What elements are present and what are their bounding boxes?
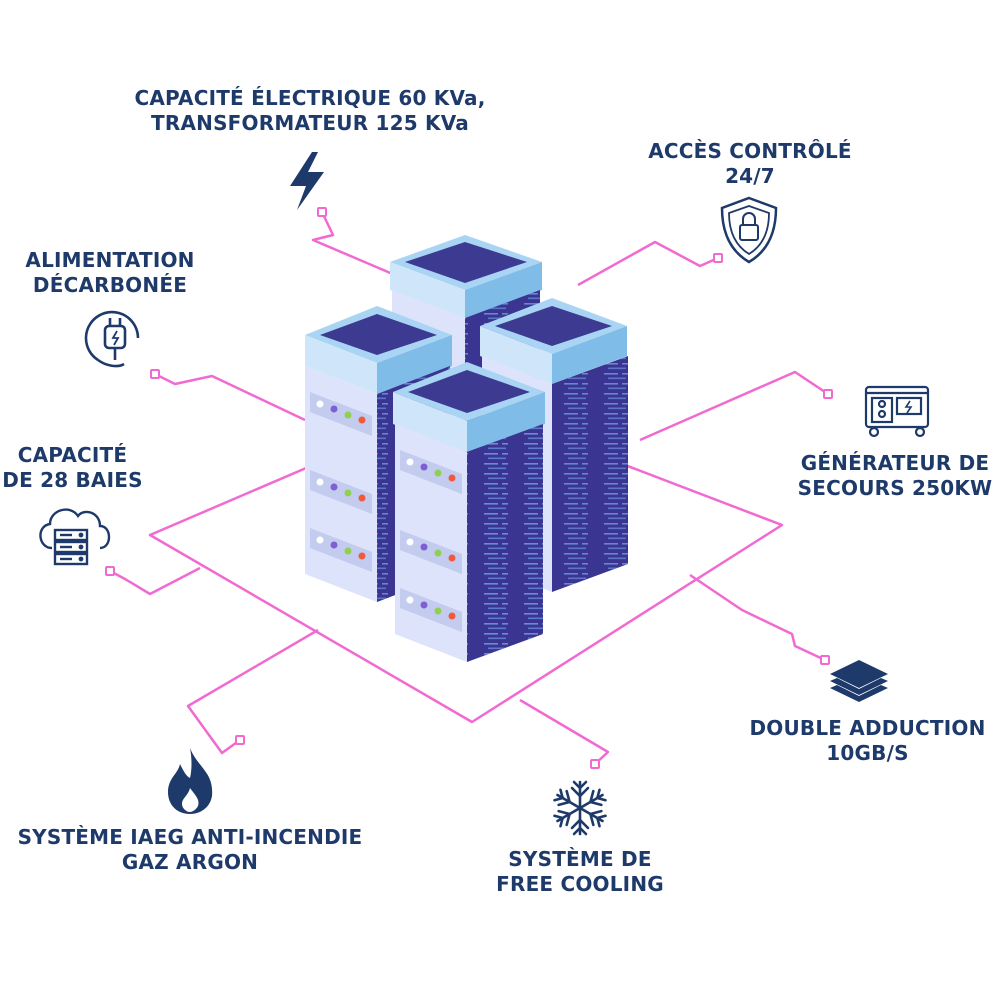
shield-lock-icon [720,196,778,264]
plug-icon [84,310,140,368]
lightning-icon [290,152,324,210]
label-fire-suppression: SYSTÈME IAEG ANTI-INCENDIE GAZ ARGON [17,825,363,874]
label-cooling: SYSTÈME DE FREE COOLING [496,847,664,896]
connector-lines [109,211,829,765]
connector-power [311,211,396,277]
connector-fire [186,628,319,755]
connector-access [577,240,719,287]
generator-icon [864,385,930,438]
label-generator: GÉNÉRATEUR DE SECOURS 250KW [797,451,993,500]
layers-icon [830,660,888,702]
connector-network [689,573,826,662]
floor-diamond [148,400,784,724]
connector-generator [639,370,829,442]
connector-cooling [519,698,610,765]
label-decarbonized-power: ALIMENTATION DÉCARBONÉE [25,248,195,297]
label-access: ACCÈS CONTRÔLÉ 24/7 [648,139,852,188]
label-rack-capacity: CAPACITÉ DE 28 BAIES [2,443,143,492]
connector-rack [109,566,201,596]
flame-icon [168,748,213,814]
server-racks [305,235,628,662]
connector-end-dots [105,207,833,769]
label-power-capacity: CAPACITÉ ÉLECTRIQUE 60 KVa, TRANSFORMATE… [134,86,486,135]
cloud-server-icon [39,508,111,566]
tower-c-leds [316,400,366,560]
snowflake-icon [552,780,608,836]
server-tower [393,362,545,662]
label-network: DOUBLE ADDUCTION 10GB/S [749,716,986,765]
connector-plug [154,372,306,422]
